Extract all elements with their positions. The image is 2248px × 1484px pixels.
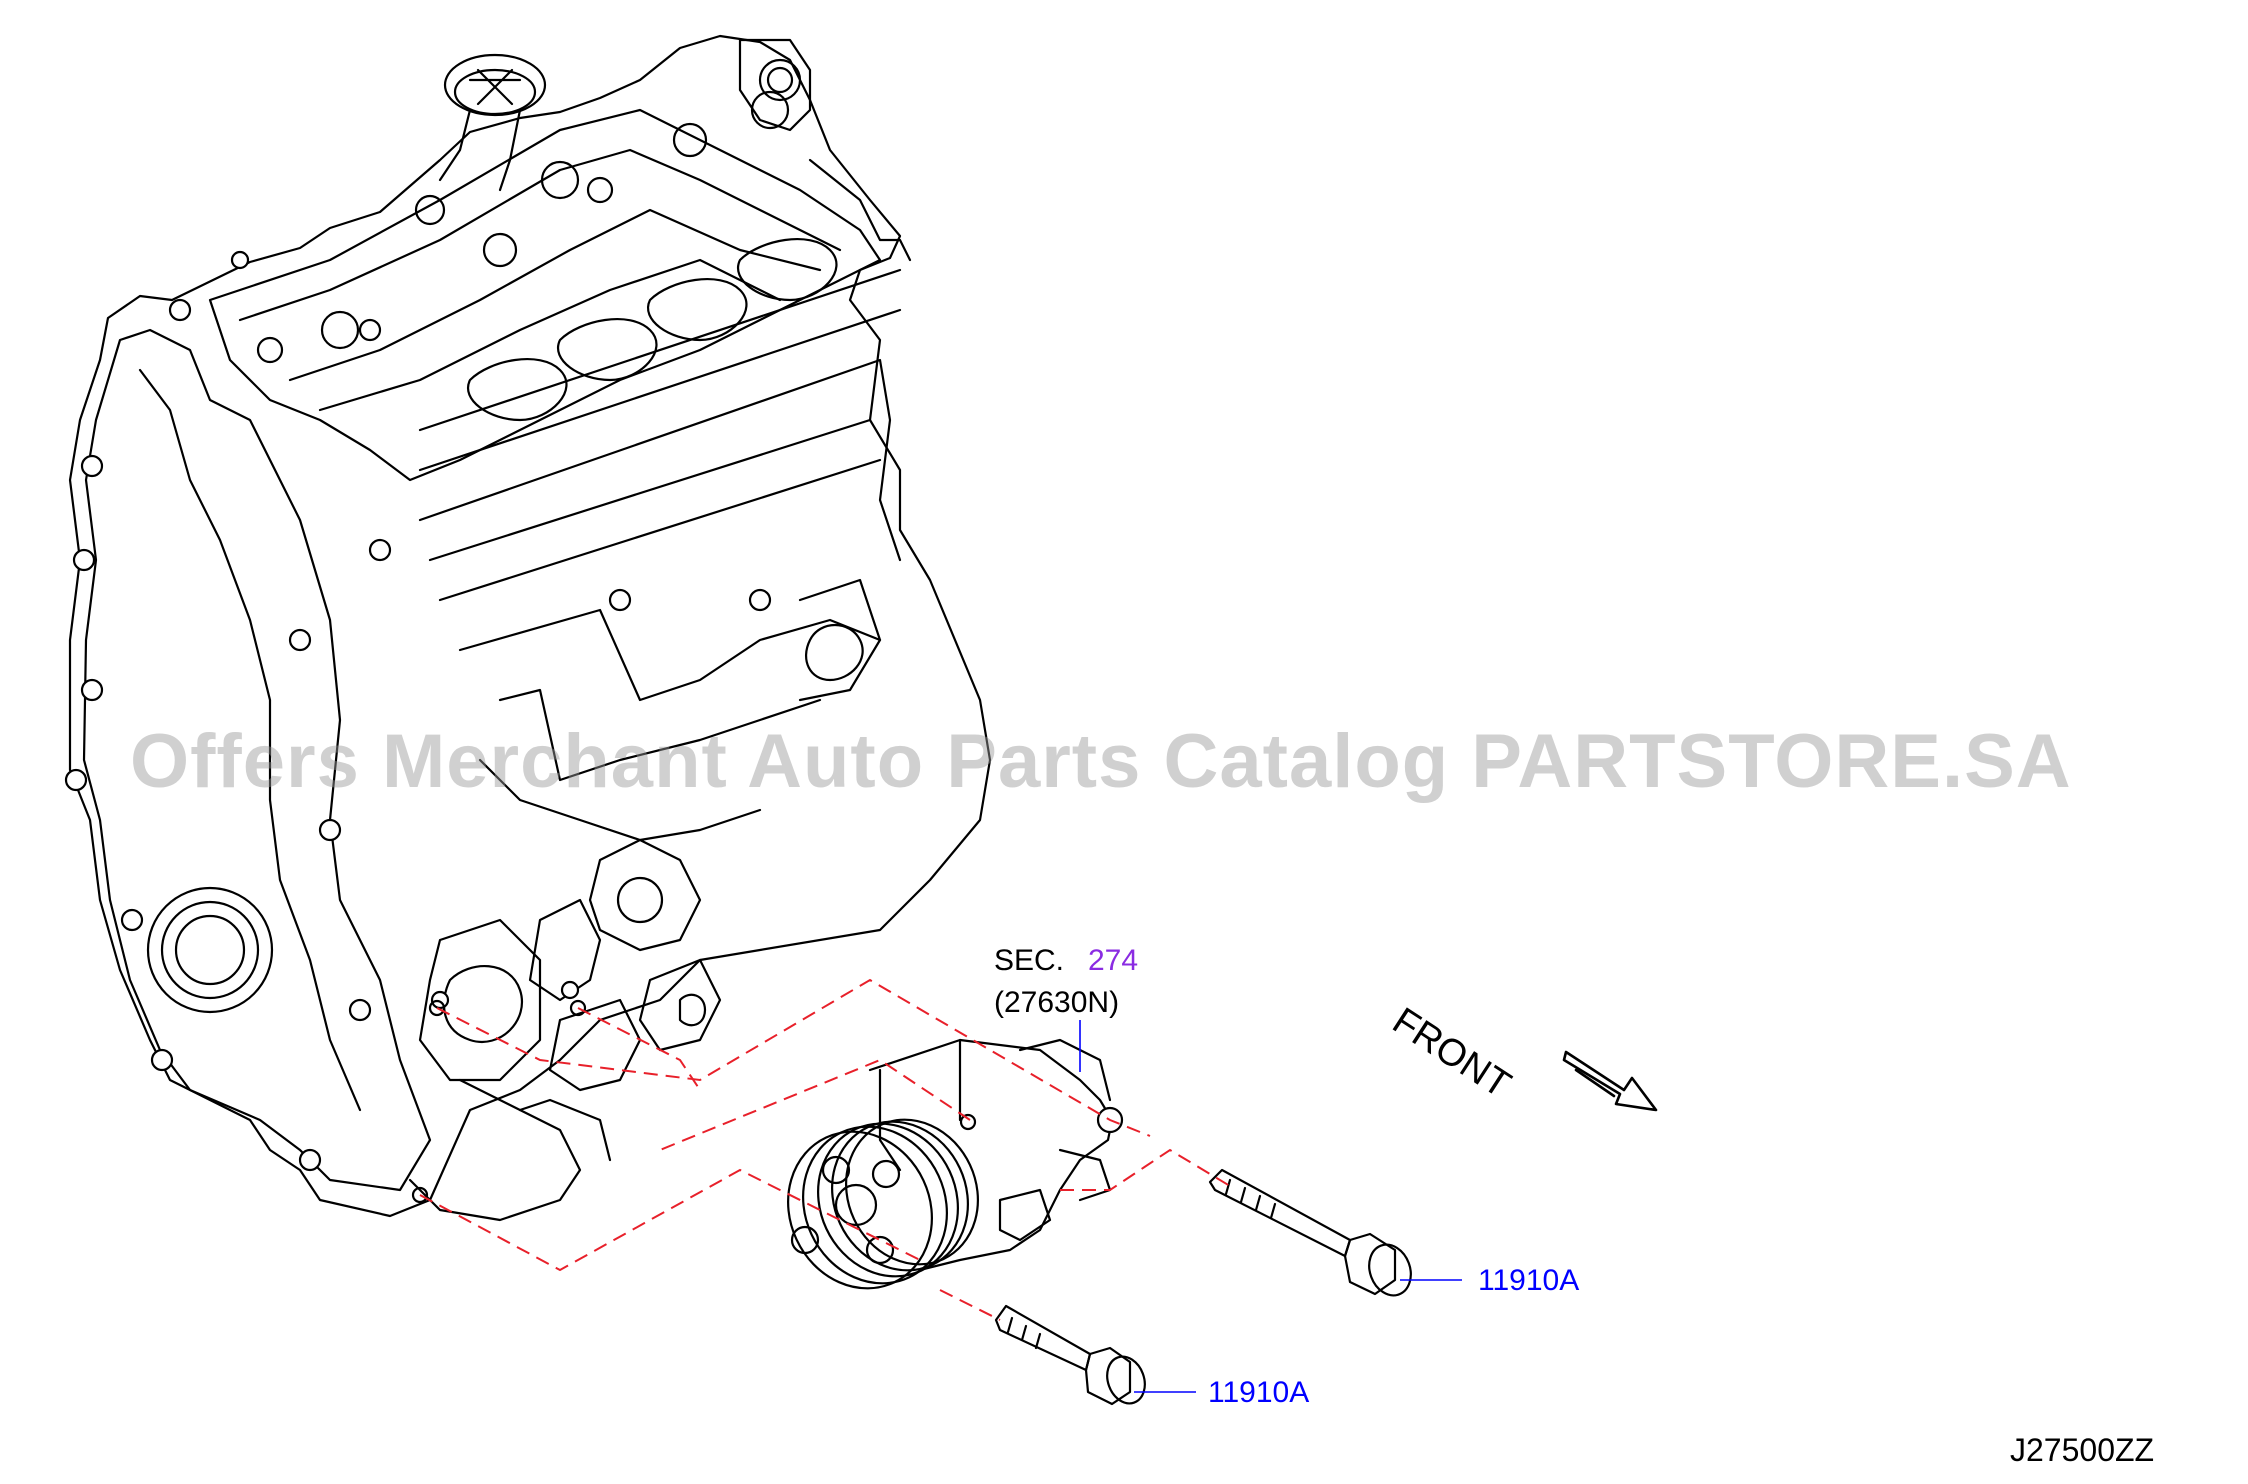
engine-assembly-illustration: [64, 34, 992, 1222]
bolt-upper-illustration: [1208, 1168, 1412, 1297]
leader-lines: [1079, 1020, 1462, 1393]
section-number-link[interactable]: 274: [1088, 944, 1139, 977]
section-part-number: (27630N): [994, 986, 1120, 1019]
ac-compressor-illustration: [787, 1038, 1124, 1290]
callout-part-number-upper[interactable]: 11910A: [1478, 1264, 1580, 1297]
diagram-code: J27500ZZ: [2010, 1432, 2155, 1468]
construction-lines: [419, 978, 1231, 1321]
front-direction-arrow: [1562, 1050, 1658, 1112]
section-label: SEC.: [994, 944, 1065, 977]
watermark-text: Offers Merchant Auto Parts Catalog PARTS…: [130, 719, 2072, 804]
bolt-lower-illustration: [994, 1304, 1146, 1406]
callout-part-number-lower[interactable]: 11910A: [1208, 1376, 1310, 1409]
